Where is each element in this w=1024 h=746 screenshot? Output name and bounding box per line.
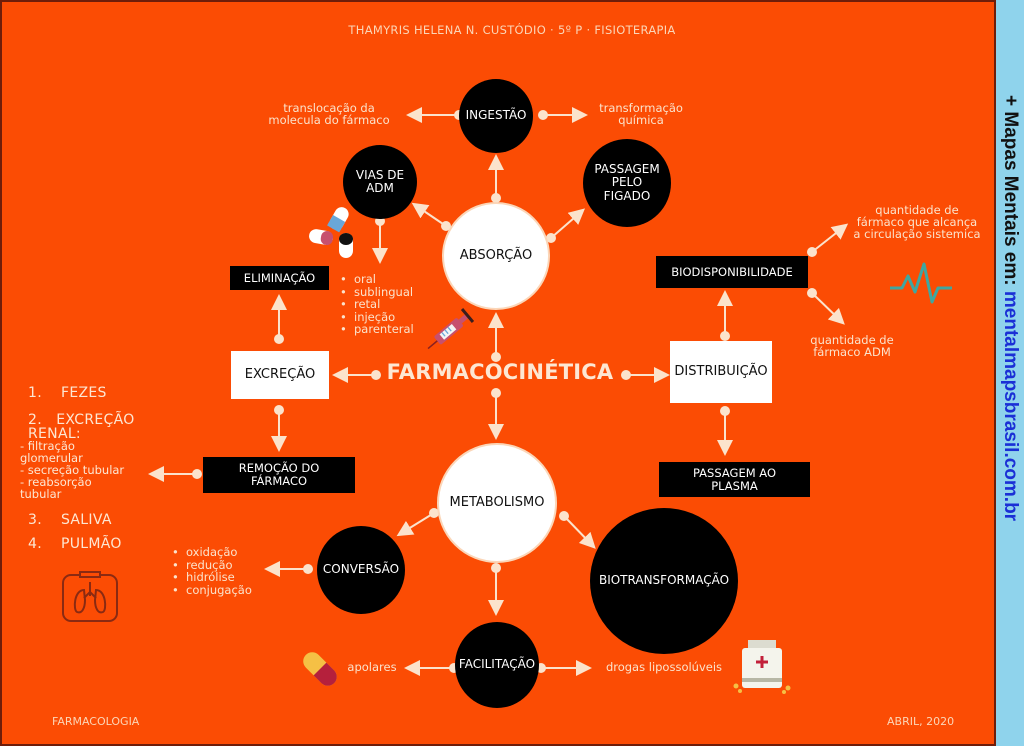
route-num: 1. (28, 385, 42, 401)
promo-prefix: + Mapas Mentais em: (1000, 95, 1021, 291)
route-saliva: 3. SALIVA (28, 512, 172, 528)
node-metabolismo[interactable]: METABOLISMO (437, 443, 557, 563)
heartbeat-icon (890, 262, 952, 304)
promo-sidebar: + Mapas Mentais em: mentalmapsbrasil.com… (996, 0, 1024, 746)
sub-line: - filtração (20, 439, 75, 453)
node-label-line: REMOÇÃO DO (238, 461, 320, 476)
list-item: injeção (340, 310, 414, 324)
list-item: conjugação (172, 583, 252, 597)
route-fezes: 1. FEZES (28, 385, 172, 401)
renal-sub-list: - filtração glomerular - secreção tubula… (20, 440, 172, 500)
note-line: quantidade de (810, 333, 894, 347)
list-item: oral (340, 273, 414, 286)
ingestao-left-note: translocação da molecula do fármaco (254, 102, 404, 126)
node-ingestao[interactable]: INGESTÃO (459, 79, 533, 153)
lungs-icon (62, 571, 118, 622)
capsule-icon (303, 652, 337, 686)
route-label-cont: RENAL: (28, 426, 81, 442)
note-line: fármaco ADM (813, 345, 891, 360)
center-title: FARMACOCINÉTICA (386, 360, 614, 384)
connector-lines (148, 107, 849, 676)
node-distribuicao-label: DISTRIBUIÇÃO (674, 363, 768, 379)
node-biotransformacao-label: BIOTRANSFORMAÇÃO (598, 573, 730, 588)
node-passagem-figado[interactable]: PASSAGEM PELO FIGADO (583, 139, 671, 227)
list-item: hidrólise (172, 571, 252, 584)
footer-subject: FARMACOLOGIA (52, 715, 140, 728)
conversao-list: oxidação redução hidrólise conjugação (172, 546, 252, 596)
node-absorcao-label: ABSORÇÃO (459, 247, 533, 263)
node-passagem-plasma[interactable]: PASSAGEM AO PLASMA (659, 462, 810, 497)
node-label-line: ADM (366, 181, 394, 195)
node-remocao-farmaco[interactable]: REMOÇÃO DO FÁRMACO (203, 457, 355, 493)
node-ingestao-label: INGESTÃO (465, 108, 527, 123)
node-label-line: PASSAGEM (594, 162, 660, 177)
node-facilitacao-label: FACILITAÇÃO (458, 657, 536, 672)
sub-line: - secreção tubular (20, 463, 125, 477)
list-item: parenteral (340, 323, 414, 336)
node-eliminacao[interactable]: ELIMINAÇÃO (230, 266, 329, 290)
route-num: 2. (28, 412, 42, 428)
node-label-line: FÁRMACO (250, 474, 308, 488)
note-line: fármaco que alcança (856, 215, 978, 230)
excretion-routes-list: 1. FEZES 2. EXCREÇÃO RENAL: - filtração … (20, 385, 172, 552)
node-vias-adm[interactable]: VIAS DE ADM (343, 145, 417, 219)
author-header: THAMYRIS HELENA N. CUSTÓDIO · 5º P · FIS… (348, 23, 676, 37)
route-label: FEZES (60, 385, 107, 401)
note-line: a circulação sistemica (853, 227, 981, 242)
pills-icon (309, 207, 353, 258)
note-line: transformação (599, 101, 683, 115)
node-conversao-label: CONVERSÃO (322, 562, 400, 577)
route-label: SALIVA (60, 512, 112, 528)
node-biodisponibilidade-label: BIODISPONIBILIDADE (671, 264, 793, 279)
node-excrecao-label: EXCREÇÃO (244, 366, 316, 382)
promo-text[interactable]: + Mapas Mentais em: mentalmapsbrasil.com… (999, 95, 1021, 521)
note-line: quantidade de (875, 203, 959, 217)
node-biodisponibilidade[interactable]: BIODISPONIBILIDADE (656, 256, 808, 288)
ingestao-right-note: transformação química (586, 102, 696, 126)
node-label-line: PASSAGEM AO (692, 465, 776, 480)
note-line: química (618, 113, 664, 128)
node-eliminacao-label: ELIMINAÇÃO (243, 270, 316, 285)
list-item: oxidação (172, 546, 252, 559)
node-conversao[interactable]: CONVERSÃO (317, 526, 405, 614)
footer-date: ABRIL, 2020 (887, 715, 955, 728)
route-num: 4. (28, 536, 42, 552)
sub-line: glomerular (20, 451, 83, 465)
node-label-line: VIAS DE (355, 167, 405, 182)
bio-top-note: quantidade de fármaco que alcança a circ… (842, 204, 992, 240)
node-metabolismo-label: METABOLISMO (449, 494, 545, 510)
node-label-line: FIGADO (603, 188, 651, 203)
syringe-icon (427, 308, 475, 350)
sub-line: - reabsorção (20, 475, 92, 489)
fac-right-note: drogas lipossolúveis (605, 660, 723, 674)
route-num: 3. (28, 512, 42, 528)
list-item: retal (340, 298, 414, 311)
mind-map-canvas: THAMYRIS HELENA N. CUSTÓDIO · 5º P · FIS… (0, 0, 996, 746)
route-label: EXCREÇÃO (56, 412, 135, 428)
medicine-bottle-icon (733, 640, 791, 694)
route-renal: 2. EXCREÇÃO (28, 412, 172, 428)
sub-line: tubular (20, 487, 62, 501)
node-biotransformacao[interactable]: BIOTRANSFORMAÇÃO (590, 508, 738, 654)
node-absorcao[interactable]: ABSORÇÃO (442, 202, 550, 310)
list-item: redução (172, 558, 252, 572)
node-excrecao[interactable]: EXCREÇÃO (231, 351, 329, 399)
list-item: sublingual (340, 285, 414, 299)
node-distribuicao[interactable]: DISTRIBUIÇÃO (670, 341, 772, 403)
promo-url-link[interactable]: mentalmapsbrasil.com.br (1000, 290, 1021, 522)
node-label-line: PLASMA (711, 478, 758, 493)
note-line: molecula do fármaco (268, 113, 390, 128)
vias-adm-list: oral sublingual retal injeção parenteral (340, 273, 414, 336)
route-label: PULMÃO (60, 536, 122, 552)
node-facilitacao[interactable]: FACILITAÇÃO (455, 622, 539, 708)
route-pulmao: 4. PULMÃO (28, 536, 172, 552)
note-line: translocação da (283, 101, 375, 115)
bio-bottom-note: quantidade de fármaco ADM (792, 334, 912, 358)
fac-left-note: apolares (347, 660, 397, 674)
node-label-line: PELO (611, 175, 643, 190)
